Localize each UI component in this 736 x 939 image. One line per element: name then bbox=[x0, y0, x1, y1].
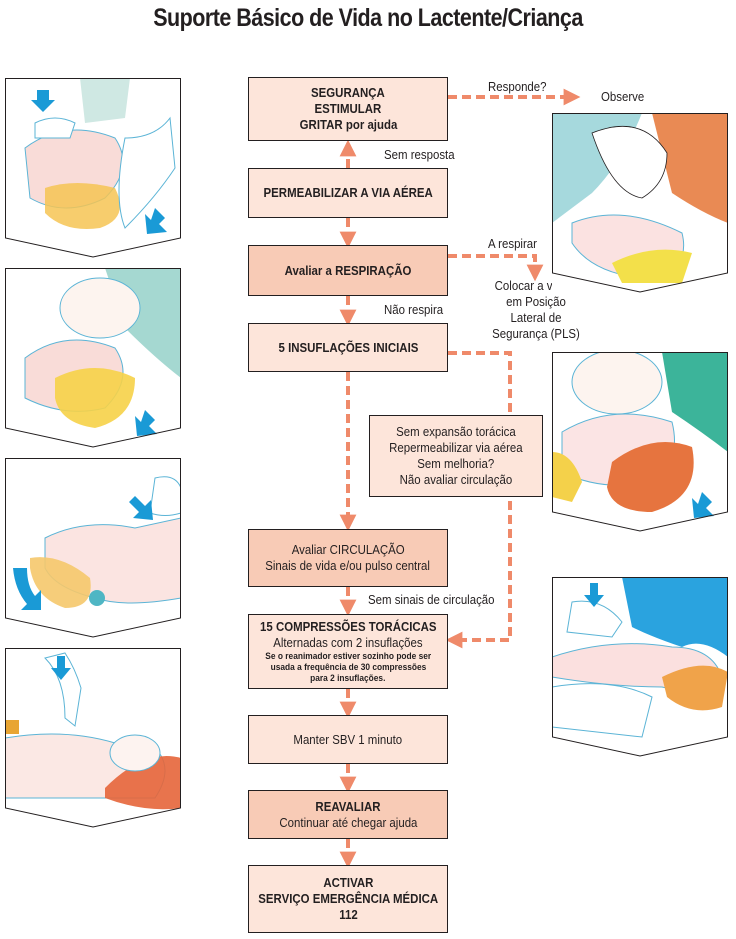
label-a-respirar: A respirar bbox=[488, 236, 537, 251]
box-activar-sem: ACTIVAR SERVIÇO EMERGÊNCIA MÉDICA 112 bbox=[248, 865, 448, 933]
illustration-rescue-breaths-child bbox=[552, 352, 728, 532]
illustration-two-finger-compressions bbox=[5, 648, 181, 828]
label-nao-respira: Não respira bbox=[384, 302, 444, 317]
push-arrow-icon bbox=[135, 410, 157, 436]
box-text: Avaliar a RESPIRAÇÃO bbox=[284, 262, 412, 278]
label-observe: Observe bbox=[601, 89, 645, 104]
push-arrow-icon bbox=[129, 496, 153, 520]
box-permeabilizar: PERMEABILIZAR A VIA AÉREA bbox=[248, 168, 448, 218]
box-manter-sbv: Manter SBV 1 minuto bbox=[248, 715, 448, 764]
box-text: 15 COMPRESSÕES TORÁCICAS bbox=[259, 619, 437, 634]
box-text: SEGURANÇA bbox=[311, 85, 385, 100]
page-title: Suporte Básico de Vida no Lactente/Crian… bbox=[153, 4, 583, 32]
box-text: ACTIVAR bbox=[323, 875, 373, 890]
label-line: Segurança (PLS) bbox=[492, 326, 580, 341]
label-sem-sinais-circulacao: Sem sinais de circulação bbox=[368, 592, 495, 607]
illustration-child-compressions bbox=[552, 577, 728, 757]
push-arrow-icon bbox=[51, 656, 71, 680]
push-arrow-icon bbox=[692, 492, 714, 518]
illustration-airway-head-tilt bbox=[5, 78, 181, 258]
box-note: usada a frequência de 30 compressões bbox=[270, 662, 426, 673]
box-text: Avaliar CIRCULAÇÃO bbox=[291, 542, 405, 557]
box-insuflacoes: 5 INSUFLAÇÕES INICIAIS bbox=[248, 323, 448, 372]
illustration-rescue-breaths-infant bbox=[5, 268, 181, 448]
box-text: REAVALIAR bbox=[315, 798, 381, 814]
box-text: Continuar até chegar ajuda bbox=[278, 814, 418, 830]
box-text: 112 bbox=[338, 907, 358, 922]
rotate-arrow-icon bbox=[13, 568, 41, 610]
illustration-check-breathing bbox=[552, 113, 728, 293]
illustration-check-pulse-infant bbox=[5, 458, 181, 638]
box-text: Sem melhoria? bbox=[417, 456, 495, 471]
box-text: GRITAR por ajuda bbox=[299, 117, 397, 132]
box-text: Manter SBV 1 minuto bbox=[293, 731, 403, 747]
label-sem-resposta: Sem resposta bbox=[384, 147, 455, 162]
label-colocar-pls: Colocar a vítima em Posição Lateral de S… bbox=[476, 278, 596, 342]
box-text: Alternadas com 2 insuflações bbox=[273, 635, 423, 650]
push-arrow-icon bbox=[145, 208, 167, 234]
box-text: SERVIÇO EMERGÊNCIA MÉDICA bbox=[258, 891, 438, 906]
box-text: 5 INSUFLAÇÕES INICIAIS bbox=[278, 339, 418, 355]
push-arrow-icon bbox=[31, 90, 55, 112]
arrow-respiracao-to-pls bbox=[448, 254, 544, 282]
box-sem-expansao: Sem expansão torácica Repermeabilizar vi… bbox=[369, 415, 543, 497]
push-arrow-icon bbox=[584, 583, 604, 607]
box-compressoes: 15 COMPRESSÕES TORÁCICAS Alternadas com … bbox=[248, 614, 448, 689]
box-reavaliar: REAVALIAR Continuar até chegar ajuda bbox=[248, 790, 448, 839]
box-text: Não avaliar circulação bbox=[399, 472, 513, 487]
label-responde: Responde? bbox=[488, 79, 547, 94]
box-note: Se o reanimador estiver sozinho pode ser bbox=[265, 651, 431, 662]
box-text: ESTIMULAR bbox=[314, 101, 382, 116]
box-note: para 2 insuflações. bbox=[310, 673, 386, 684]
label-line: em Posição bbox=[506, 294, 566, 309]
box-avaliar-circulacao: Avaliar CIRCULAÇÃO Sinais de vida e/ou p… bbox=[248, 529, 448, 587]
box-avaliar-respiracao: Avaliar a RESPIRAÇÃO bbox=[248, 245, 448, 296]
box-text: PERMEABILIZAR A VIA AÉREA bbox=[263, 185, 433, 200]
box-seguranca: SEGURANÇA ESTIMULAR GRITAR por ajuda bbox=[248, 77, 448, 141]
box-text: Repermeabilizar via aérea bbox=[389, 440, 523, 455]
label-line: Lateral de bbox=[510, 310, 562, 325]
box-text: Sem expansão torácica bbox=[396, 424, 516, 439]
box-text: Sinais de vida e/ou pulso central bbox=[265, 558, 431, 573]
